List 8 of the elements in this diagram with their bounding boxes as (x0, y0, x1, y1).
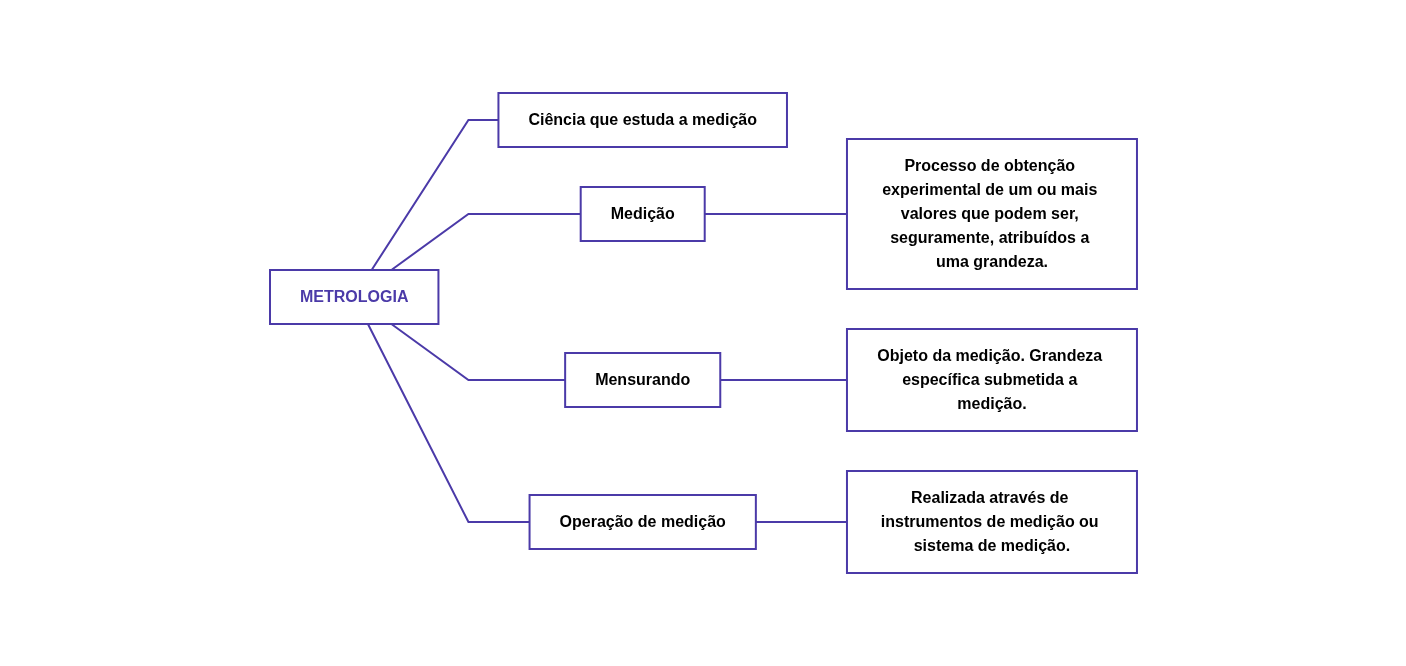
node-box: Mensurando (563, 352, 721, 408)
node-box: Processo de obtenção experimental de um ou mais valores que podem ser, seguramente, atribuídos a uma grandeza. (845, 138, 1138, 290)
node-box: Operação de medição (528, 494, 757, 550)
node-box: Medição (579, 186, 706, 242)
node-box: METROLOGIA (268, 269, 439, 325)
node-box: Realizada através de instrumentos de medição ou sistema de medição. (845, 470, 1138, 574)
node-box: Ciência que estuda a medição (496, 92, 788, 148)
node-box: Objeto da medição. Grandeza específica submetida a medição. (845, 328, 1138, 432)
